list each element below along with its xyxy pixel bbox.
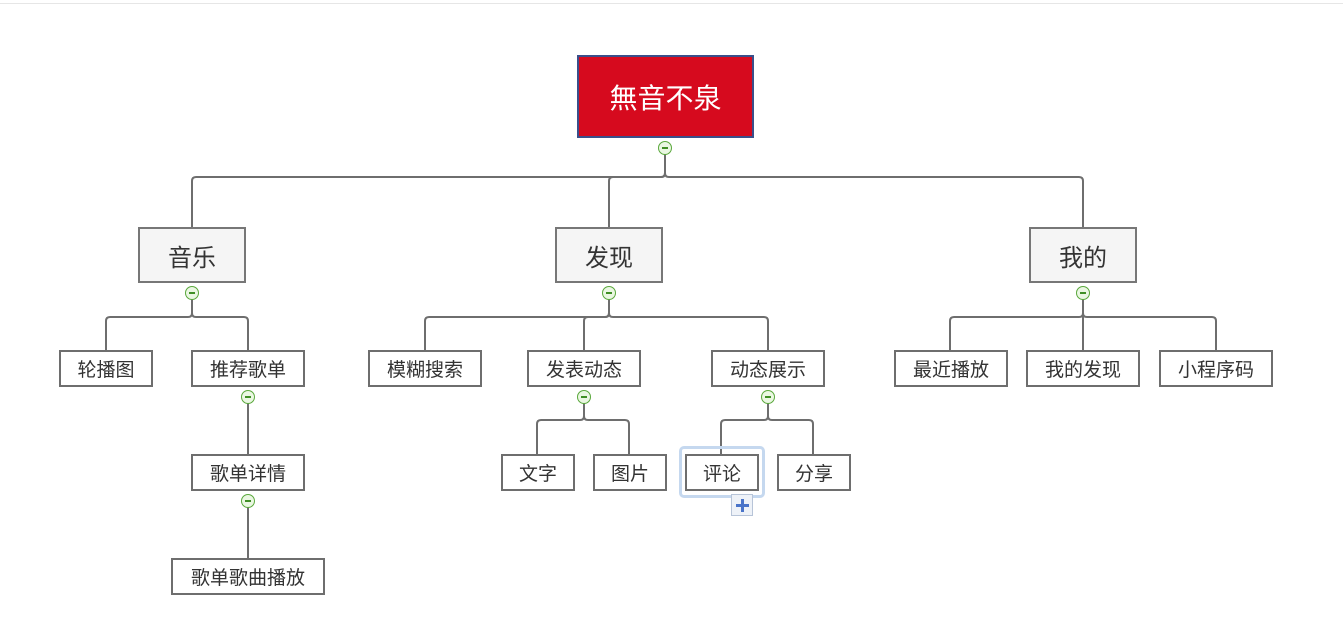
topic-music[interactable]: 音乐 xyxy=(138,227,246,283)
topic-share[interactable]: 分享 xyxy=(777,454,851,491)
topic-mine[interactable]: 我的 xyxy=(1029,227,1137,283)
collapse-minus-icon[interactable] xyxy=(185,286,199,300)
collapse-minus-icon[interactable] xyxy=(241,390,255,404)
topic-mini-program-code[interactable]: 小程序码 xyxy=(1159,350,1273,387)
topic-carousel[interactable]: 轮播图 xyxy=(59,350,153,387)
topic-playlist-detail[interactable]: 歌单详情 xyxy=(191,454,305,491)
add-topic-plus-icon[interactable] xyxy=(731,494,753,516)
topic-post-update[interactable]: 发表动态 xyxy=(527,350,641,387)
topic-fuzzy-search[interactable]: 模糊搜索 xyxy=(368,350,482,387)
top-divider xyxy=(0,3,1343,4)
root-topic[interactable]: 無音不泉 xyxy=(577,55,754,138)
collapse-minus-icon[interactable] xyxy=(577,390,591,404)
topic-recently-played[interactable]: 最近播放 xyxy=(894,350,1008,387)
topic-feed-display[interactable]: 动态展示 xyxy=(711,350,825,387)
selection-highlight xyxy=(679,446,765,498)
collapse-minus-icon[interactable] xyxy=(602,286,616,300)
topic-image[interactable]: 图片 xyxy=(593,454,667,491)
topic-recommended-playlist[interactable]: 推荐歌单 xyxy=(191,350,305,387)
collapse-minus-icon[interactable] xyxy=(658,141,672,155)
topic-playlist-song-play[interactable]: 歌单歌曲播放 xyxy=(171,558,325,595)
topic-discover[interactable]: 发现 xyxy=(555,227,663,283)
topic-comment[interactable]: 评论 xyxy=(685,454,759,491)
topic-my-discoveries[interactable]: 我的发现 xyxy=(1026,350,1140,387)
collapse-minus-icon[interactable] xyxy=(1076,286,1090,300)
collapse-minus-icon[interactable] xyxy=(241,494,255,508)
topic-text[interactable]: 文字 xyxy=(501,454,575,491)
collapse-minus-icon[interactable] xyxy=(761,390,775,404)
